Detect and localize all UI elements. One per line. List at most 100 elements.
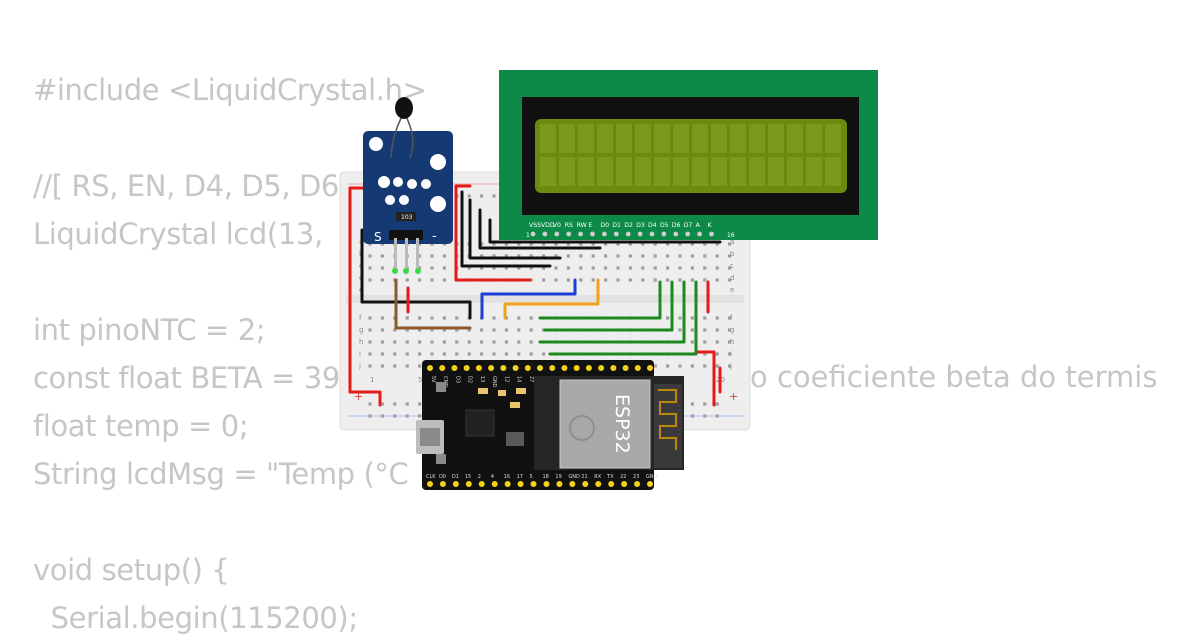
breadboard-hole[interactable] — [430, 316, 434, 320]
wire-black-gnd[interactable] — [360, 228, 472, 320]
esp32-pin[interactable] — [647, 481, 653, 487]
breadboard-hole[interactable] — [666, 278, 670, 282]
breadboard-hole[interactable] — [690, 340, 694, 344]
breadboard-hole[interactable] — [703, 278, 707, 282]
breadboard-hole[interactable] — [653, 278, 657, 282]
breadboard-hole[interactable] — [368, 352, 372, 356]
breadboard-hole[interactable] — [430, 340, 434, 344]
wire-orange-e[interactable] — [503, 278, 600, 320]
esp32-pin[interactable] — [598, 365, 605, 371]
breadboard-hole[interactable] — [616, 278, 620, 282]
breadboard-hole[interactable] — [641, 242, 645, 246]
wire-red-lcd-vdd[interactable] — [454, 184, 532, 282]
breadboard-hole[interactable] — [678, 278, 682, 282]
breadboard-hole[interactable] — [678, 364, 682, 368]
wire-brown-signal[interactable] — [394, 278, 472, 330]
breadboard-hole[interactable] — [542, 278, 546, 282]
lcd-pin[interactable] — [602, 231, 607, 237]
breadboard-hole[interactable] — [604, 266, 608, 270]
esp32-pin[interactable] — [608, 481, 615, 487]
breadboard-hole[interactable] — [467, 340, 471, 344]
breadboard-hole[interactable] — [628, 278, 632, 282]
esp32-pin[interactable] — [561, 365, 568, 371]
breadboard-hole[interactable] — [480, 194, 484, 198]
breadboard-hole[interactable] — [653, 364, 657, 368]
breadboard-hole[interactable] — [554, 266, 558, 270]
breadboard-hole[interactable] — [542, 254, 546, 258]
breadboard-hole[interactable] — [368, 328, 372, 332]
breadboard-hole[interactable] — [418, 402, 422, 406]
esp32-pin[interactable] — [622, 365, 629, 371]
breadboard-hole[interactable] — [405, 414, 409, 418]
breadboard-hole[interactable] — [690, 328, 694, 332]
breadboard-hole[interactable] — [480, 328, 484, 332]
breadboard-hole[interactable] — [517, 242, 521, 246]
breadboard-hole[interactable] — [455, 352, 459, 356]
breadboard-hole[interactable] — [405, 352, 409, 356]
breadboard-hole[interactable] — [703, 254, 707, 258]
esp32-pin[interactable] — [517, 481, 524, 487]
breadboard-hole[interactable] — [628, 254, 632, 258]
breadboard-hole[interactable] — [517, 266, 521, 270]
breadboard-hole[interactable] — [628, 266, 632, 270]
lcd-pin[interactable] — [685, 231, 691, 237]
breadboard-hole[interactable] — [418, 364, 422, 368]
breadboard-hole[interactable] — [715, 340, 719, 344]
esp32-devkit[interactable]: 5VCMDD3D213GND121427262533323534VNVPEN3V… — [416, 360, 684, 490]
breadboard-hole[interactable] — [418, 266, 422, 270]
breadboard-hole[interactable] — [368, 316, 372, 320]
lcd-pin[interactable] — [697, 231, 702, 237]
breadboard-hole[interactable] — [504, 254, 508, 258]
boot-button[interactable] — [436, 454, 446, 464]
reset-button[interactable] — [436, 382, 446, 392]
breadboard-hole[interactable] — [455, 340, 459, 344]
breadboard-hole[interactable] — [703, 242, 707, 246]
esp32-pin[interactable] — [610, 365, 617, 371]
breadboard-hole[interactable] — [591, 266, 595, 270]
lcd-pin[interactable] — [709, 231, 714, 237]
esp32-pin[interactable] — [512, 365, 519, 371]
breadboard-hole[interactable] — [418, 340, 422, 344]
breadboard-hole[interactable] — [728, 340, 732, 344]
breadboard-hole[interactable] — [554, 254, 558, 258]
breadboard-hole[interactable] — [666, 242, 670, 246]
breadboard-hole[interactable] — [467, 328, 471, 332]
wire-green-d4[interactable] — [538, 280, 662, 320]
breadboard-hole[interactable] — [728, 266, 732, 270]
breadboard-hole[interactable] — [690, 316, 694, 320]
breadboard-hole[interactable] — [653, 266, 657, 270]
breadboard-hole[interactable] — [604, 278, 608, 282]
esp32-pin[interactable] — [621, 481, 628, 487]
esp32-pin[interactable] — [556, 481, 563, 487]
breadboard-hole[interactable] — [467, 266, 471, 270]
breadboard-hole[interactable] — [504, 266, 508, 270]
breadboard-hole[interactable] — [380, 278, 384, 282]
breadboard-hole[interactable] — [703, 328, 707, 332]
lcd-pin[interactable] — [661, 231, 667, 237]
breadboard-hole[interactable] — [405, 316, 409, 320]
breadboard-hole[interactable] — [579, 266, 583, 270]
breadboard-hole[interactable] — [604, 242, 608, 246]
esp32-pin[interactable] — [500, 365, 507, 371]
breadboard-hole[interactable] — [703, 402, 707, 406]
breadboard-hole[interactable] — [715, 402, 719, 406]
breadboard-hole[interactable] — [517, 340, 521, 344]
breadboard-hole[interactable] — [728, 328, 732, 332]
breadboard-hole[interactable] — [380, 266, 384, 270]
breadboard-hole[interactable] — [442, 278, 446, 282]
breadboard-hole[interactable] — [641, 254, 645, 258]
esp32-pin[interactable] — [465, 481, 472, 487]
breadboard-hole[interactable] — [579, 254, 583, 258]
breadboard-hole[interactable] — [728, 316, 732, 320]
breadboard-hole[interactable] — [715, 414, 719, 418]
esp32-pin[interactable] — [439, 481, 446, 487]
breadboard-hole[interactable] — [418, 316, 422, 320]
breadboard-hole[interactable] — [728, 352, 732, 356]
esp32-pin[interactable] — [634, 365, 641, 371]
breadboard-hole[interactable] — [393, 364, 397, 368]
breadboard-hole[interactable] — [666, 316, 670, 320]
breadboard-hole[interactable] — [690, 278, 694, 282]
esp32-pin[interactable] — [585, 365, 592, 371]
breadboard-hole[interactable] — [467, 352, 471, 356]
